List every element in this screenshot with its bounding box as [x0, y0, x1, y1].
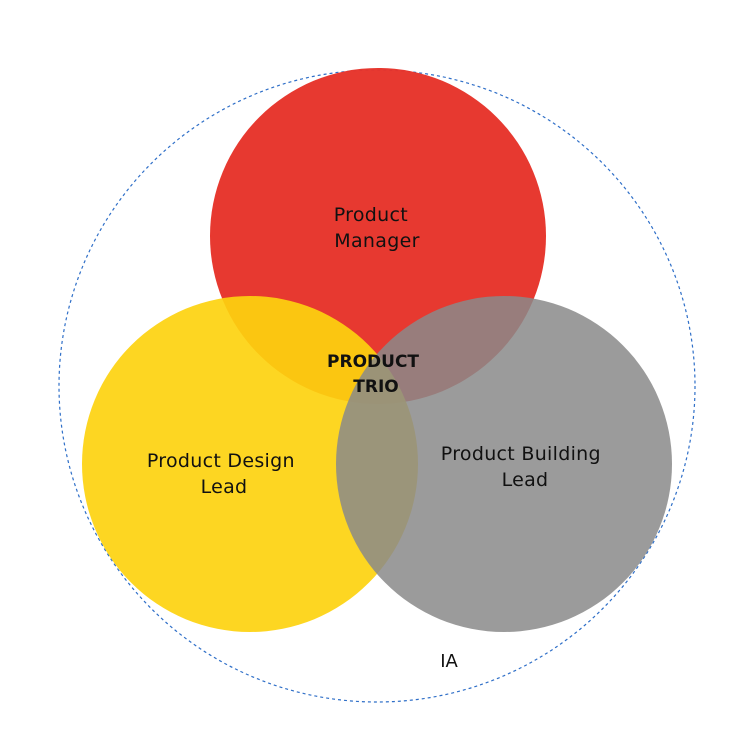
product-manager-label-line2: Manager	[334, 230, 419, 252]
product-design-lead-label-line1: Product Design	[147, 450, 295, 472]
product-trio-label: PRODUCT TRIO	[327, 352, 425, 397]
product-design-lead-label: Product Design Lead	[147, 450, 301, 498]
product-manager-label: Product Manager	[334, 204, 420, 252]
product-building-lead-circle	[336, 296, 672, 632]
product-trio-label-line1: PRODUCT	[327, 352, 419, 372]
product-design-lead-circle	[82, 296, 418, 632]
product-design-lead-label-line2: Lead	[201, 476, 248, 498]
ia-label: IA	[440, 651, 458, 672]
outer-ia-boundary	[58, 69, 696, 703]
product-building-lead-label-line2: Lead	[502, 469, 549, 491]
product-building-lead-label: Product Building Lead	[441, 443, 607, 491]
product-building-lead-label-line1: Product Building	[441, 443, 601, 465]
product-trio-label-line2: TRIO	[353, 377, 398, 397]
product-manager-label-line1: Product	[334, 204, 408, 226]
